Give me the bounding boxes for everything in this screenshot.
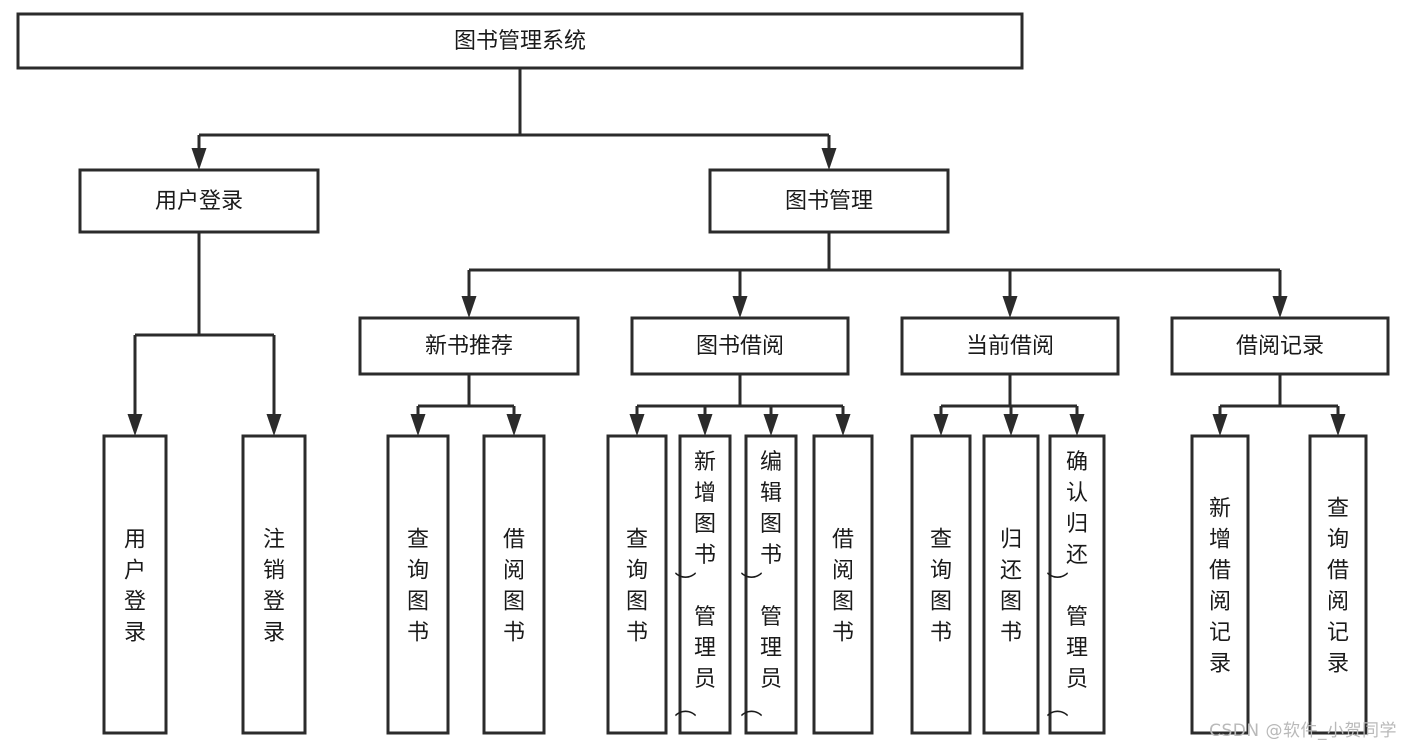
arrow-head-l3_borrow_record [1272,296,1288,318]
node-label-l4_query_book_3: 查询图书 [930,528,952,646]
node-box-l4_confirm_return[interactable] [1048,434,1106,735]
node-l4_edit_book[interactable]: 编辑图书（管理员） [741,434,798,735]
arrow-head-l4_query_book_3 [933,414,949,436]
node-box-l4_user_login[interactable] [102,434,168,735]
node-box-l3_borrow_record[interactable] [1170,316,1390,376]
node-label-l2_book_mgmt: 图书管理 [785,189,873,214]
node-l3_current_borrow[interactable]: 当前借阅 [900,316,1120,376]
connector-l2_user_login [127,232,282,436]
node-l4_user_login[interactable]: 用户登录 [102,434,168,735]
arrow-head-l3_book_borrow [732,296,748,318]
node-box-root[interactable] [16,12,1024,70]
node-l4_borrow_book_1[interactable]: 借阅图书 [482,434,546,735]
node-box-l4_query_book_2[interactable] [606,434,668,735]
node-label-l3_new_book_rec: 新书推荐 [425,334,513,359]
node-box-l2_user_login[interactable] [78,168,320,234]
node-box-l3_new_book_rec[interactable] [358,316,580,376]
arrow-head-l4_query_book_1 [410,414,426,436]
connector-l2_book_mgmt [461,232,1288,318]
node-label-l4_query_record: 查询借阅记录 [1327,497,1349,677]
node-label-root: 图书管理系统 [454,29,586,54]
node-label-l2_user_login: 用户登录 [155,189,243,214]
node-box-l2_book_mgmt[interactable] [708,168,950,234]
arrow-head-l4_logout [266,414,282,436]
node-l4_query_book_2[interactable]: 查询图书 [606,434,668,735]
node-box-l4_logout[interactable] [241,434,307,735]
node-box-l4_return_book[interactable] [982,434,1040,735]
watermark-label: CSDN @软件_小贺同学 [1209,721,1397,741]
arrow-head-l4_add_record [1212,414,1228,436]
node-label-l4_query_book_1: 查询图书 [407,528,429,646]
node-l4_query_book_1[interactable]: 查询图书 [386,434,450,735]
node-label-l4_edit_book: 编辑图书（管理员） [741,450,782,717]
arrow-head-l4_add_book [697,414,713,436]
node-l3_borrow_record[interactable]: 借阅记录 [1170,316,1390,376]
connector-layer [127,68,1346,436]
node-box-l4_borrow_book_1[interactable] [482,434,546,735]
node-label-l4_borrow_book_1: 借阅图书 [503,528,525,646]
arrow-head-l2_user_login [191,148,207,170]
node-l4_query_book_3[interactable]: 查询图书 [910,434,972,735]
node-box-l4_query_record[interactable] [1308,434,1368,735]
node-l4_logout[interactable]: 注销登录 [241,434,307,735]
node-box-l4_query_book_1[interactable] [386,434,450,735]
arrow-head-l3_current_borrow [1002,296,1018,318]
node-root[interactable]: 图书管理系统 [16,12,1024,70]
node-l4_return_book[interactable]: 归还图书 [982,434,1040,735]
node-label-l3_current_borrow: 当前借阅 [966,334,1054,359]
node-l3_book_borrow[interactable]: 图书借阅 [630,316,850,376]
connector-l3_book_borrow [629,374,851,436]
node-label-l4_logout: 注销登录 [263,528,285,646]
node-box-l4_add_record[interactable] [1190,434,1250,735]
arrow-head-l3_new_book_rec [461,296,477,318]
node-l4_borrow_book_2[interactable]: 借阅图书 [812,434,874,735]
node-box-l4_query_book_3[interactable] [910,434,972,735]
node-layer: 图书管理系统用户登录图书管理新书推荐图书借阅当前借阅借阅记录用户登录注销登录查询… [16,12,1390,735]
arrow-head-l4_borrow_book_2 [835,414,851,436]
node-box-l4_add_book[interactable] [678,434,732,735]
arrow-head-l4_query_record [1330,414,1346,436]
node-l4_add_record[interactable]: 新增借阅记录 [1190,434,1250,735]
arrow-head-l4_borrow_book_1 [506,414,522,436]
node-box-l4_edit_book[interactable] [744,434,798,735]
node-box-l3_current_borrow[interactable] [900,316,1120,376]
node-label-l4_add_record: 新增借阅记录 [1209,497,1231,677]
arrow-head-l4_return_book [1003,414,1019,436]
connector-l3_borrow_record [1212,374,1346,436]
node-box-l3_book_borrow[interactable] [630,316,850,376]
arrow-head-l4_query_book_2 [629,414,645,436]
node-label-l4_query_book_2: 查询图书 [626,528,648,646]
node-l2_book_mgmt[interactable]: 图书管理 [708,168,950,234]
node-l4_add_book[interactable]: 新增图书（管理员） [675,434,732,735]
connector-l3_new_book_rec [410,374,522,436]
arrow-head-l4_user_login [127,414,143,436]
connector-root [191,68,837,170]
arrow-head-l4_edit_book [763,414,779,436]
arrow-head-l4_confirm_return [1069,414,1085,436]
node-label-l4_confirm_return: 确认归还（管理员） [1047,450,1088,717]
node-label-l4_user_login: 用户登录 [124,528,146,646]
node-label-l3_book_borrow: 图书借阅 [696,334,784,359]
node-l4_query_record[interactable]: 查询借阅记录 [1308,434,1368,735]
connector-l3_current_borrow [933,374,1085,436]
node-label-l4_add_book: 新增图书（管理员） [675,450,716,717]
node-l3_new_book_rec[interactable]: 新书推荐 [358,316,580,376]
node-label-l4_return_book: 归还图书 [1000,528,1022,646]
node-label-l4_borrow_book_2: 借阅图书 [832,528,854,646]
node-label-l3_borrow_record: 借阅记录 [1236,334,1324,359]
arrow-head-l2_book_mgmt [821,148,837,170]
node-l4_confirm_return[interactable]: 确认归还（管理员） [1047,434,1106,735]
node-box-l4_borrow_book_2[interactable] [812,434,874,735]
node-l2_user_login[interactable]: 用户登录 [78,168,320,234]
